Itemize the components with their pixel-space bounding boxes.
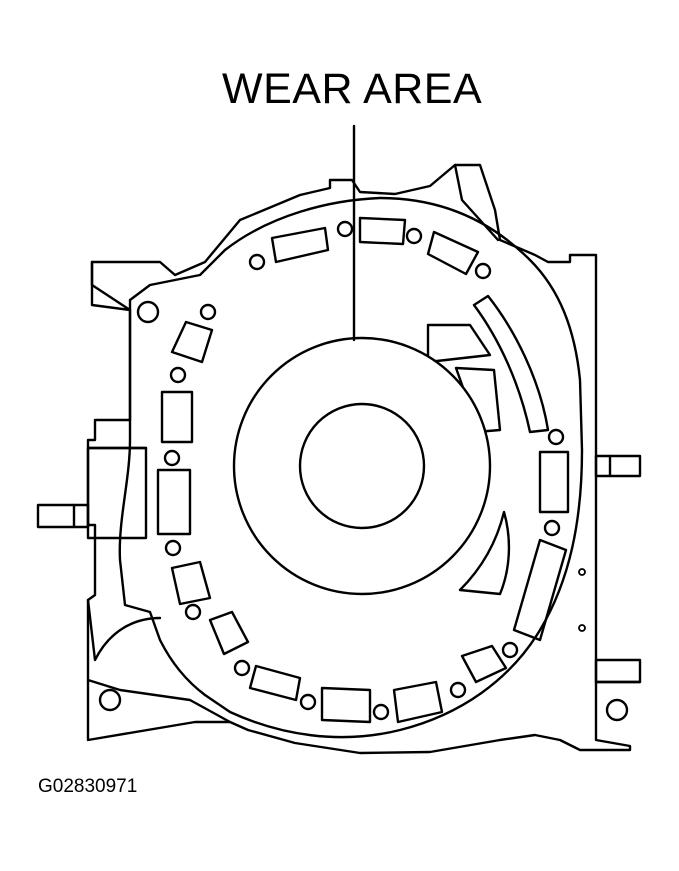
bolt-hole xyxy=(248,253,266,271)
port-slot xyxy=(170,320,214,364)
port-slot xyxy=(156,468,192,536)
bolt-hole xyxy=(184,603,202,621)
bolt-hole xyxy=(578,568,586,576)
bearing-bore xyxy=(298,402,426,530)
port-slot xyxy=(160,390,194,444)
port-slot xyxy=(426,323,492,364)
port-slot xyxy=(512,538,568,642)
port-slot xyxy=(320,686,372,724)
bolt-hole xyxy=(299,693,317,711)
port-slot xyxy=(472,294,550,434)
bolt-holes xyxy=(98,220,629,722)
port-slot xyxy=(458,510,511,596)
figure-code: G02830971 xyxy=(38,776,138,797)
port-slot xyxy=(208,610,250,656)
left-mid-block xyxy=(86,446,148,540)
port-slot xyxy=(358,216,407,246)
bolt-hole xyxy=(474,262,492,280)
wear-area-ring xyxy=(232,336,492,596)
port-slot xyxy=(392,680,444,724)
port-slot xyxy=(270,226,330,264)
port-slot xyxy=(460,644,508,684)
bolt-hole xyxy=(199,303,217,321)
bolt-hole xyxy=(98,688,122,712)
lower-left-web xyxy=(86,598,162,662)
port-slot xyxy=(170,560,212,606)
bolt-hole xyxy=(169,366,187,384)
bolt-hole xyxy=(336,220,354,238)
bolt-hole xyxy=(372,703,390,721)
housing-outline xyxy=(86,163,632,755)
gasket-outline xyxy=(118,196,584,739)
port-slot xyxy=(538,450,570,514)
left-upper-lug xyxy=(90,260,132,312)
port-slot xyxy=(426,230,480,276)
bolt-hole xyxy=(233,659,251,677)
port-slot xyxy=(248,664,302,702)
bolt-hole xyxy=(163,449,181,467)
bolt-hole xyxy=(578,624,586,632)
bolt-hole xyxy=(501,641,519,659)
top-right-boss xyxy=(453,163,500,242)
left-shaft-stub xyxy=(36,503,90,529)
bolt-hole xyxy=(449,681,467,699)
bolt-hole xyxy=(136,300,160,324)
right-shaft-stub-upper xyxy=(594,454,642,478)
wear-area-label: WEAR AREA xyxy=(222,65,483,113)
bolt-hole xyxy=(543,519,561,537)
right-shaft-stub-lower xyxy=(594,658,642,684)
bolt-hole xyxy=(605,698,629,722)
bolt-hole xyxy=(405,227,423,245)
lower-left-flange xyxy=(86,678,232,724)
bolt-hole xyxy=(547,428,565,446)
bolt-hole xyxy=(164,539,182,557)
